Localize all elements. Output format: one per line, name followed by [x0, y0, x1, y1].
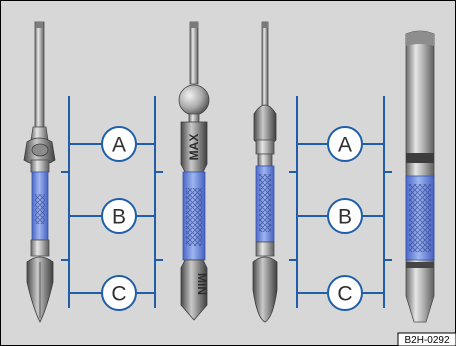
- callout-c-left-label: C: [111, 283, 126, 306]
- dipstick-2: [178, 21, 210, 321]
- callout-b-left: B: [101, 198, 137, 234]
- callout-b-right: B: [327, 198, 363, 234]
- max-marking: MAX: [187, 134, 201, 161]
- callout-brackets-right: [289, 96, 392, 308]
- callout-a-left: A: [101, 126, 137, 162]
- min-marking: MIN: [195, 273, 209, 295]
- callout-c-right-label: C: [337, 283, 352, 306]
- callout-c-left: C: [101, 275, 137, 311]
- callout-b-right-label: B: [338, 206, 352, 229]
- callout-c-right: C: [327, 275, 363, 311]
- dipstick-4: [405, 30, 435, 323]
- dipstick-3: [252, 21, 278, 323]
- figure-code: B2H-0292: [404, 335, 449, 346]
- dipstick-1: [23, 21, 56, 323]
- callout-b-left-label: B: [112, 206, 126, 229]
- figure-code-box: [397, 332, 456, 346]
- callout-a-right: A: [327, 126, 363, 162]
- callout-a-right-label: A: [338, 134, 352, 157]
- callout-brackets-left: [61, 96, 163, 308]
- callout-a-left-label: A: [112, 134, 126, 157]
